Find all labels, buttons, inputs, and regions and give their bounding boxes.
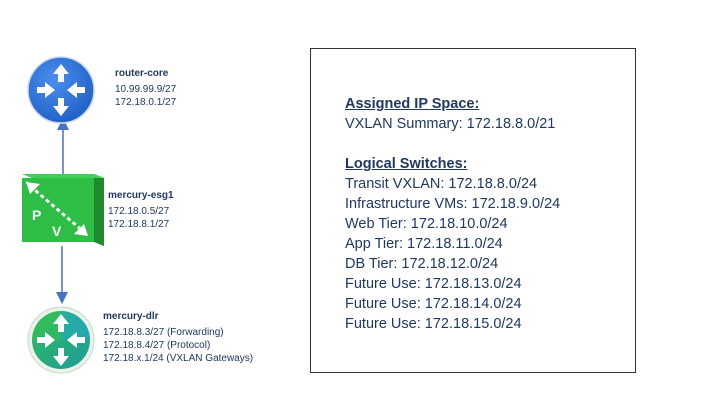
vxlan-summary: VXLAN Summary: 172.18.8.0/21	[345, 116, 556, 132]
dlr-name: mercury-dlr	[103, 311, 159, 322]
router-label: router-core 10.99.99.9/27 172.18.0.1/27	[115, 67, 176, 109]
esg-label: mercury-esg1 172.18.0.5/27 172.18.8.1/27	[108, 189, 174, 231]
ip-space-info-content: Assigned IP Space: VXLAN Summary: 172.18…	[345, 94, 560, 334]
distributed-router-icon[interactable]	[27, 306, 95, 374]
switch-list-item: Transit VXLAN: 172.18.8.0/24	[345, 176, 538, 192]
switch-list-item: DB Tier: 172.18.12.0/24	[345, 256, 499, 272]
dlr-ip-1: 172.18.8.3/27 (Forwarding)	[103, 327, 224, 338]
switch-list-item: Infrastructure VMs: 172.18.9.0/24	[345, 196, 561, 212]
switch-list-item: Web Tier: 172.18.10.0/24	[345, 216, 508, 232]
switch-list-item: Future Use: 172.18.14.0/24	[345, 296, 522, 312]
ip-space-info-box: Assigned IP Space: VXLAN Summary: 172.18…	[310, 48, 636, 373]
switch-list-item: Future Use: 172.18.15.0/24	[345, 316, 522, 332]
esg-ip-1: 172.18.0.5/27	[108, 206, 170, 217]
dlr-ip-3: 172.18.x.1/24 (VXLAN Gateways)	[103, 353, 254, 364]
dlr-label: mercury-dlr 172.18.8.3/27 (Forwarding) 1…	[103, 310, 253, 365]
router-ip-1: 10.99.99.9/27	[115, 84, 177, 95]
router-ip-2: 172.18.0.1/27	[115, 97, 177, 108]
dlr-ip-2: 172.18.8.4/27 (Protocol)	[103, 340, 211, 351]
router-name: router-core	[115, 68, 169, 79]
esg-name: mercury-esg1	[108, 190, 174, 201]
esg-ip-2: 172.18.8.1/27	[108, 219, 170, 230]
esg-letter-v: V	[52, 223, 62, 239]
assigned-ip-space-heading: Assigned IP Space:	[345, 96, 480, 112]
logical-switches-heading: Logical Switches:	[345, 156, 468, 172]
router-icon[interactable]	[27, 56, 95, 124]
switch-list-item: Future Use: 172.18.13.0/24	[345, 276, 522, 292]
esg-letter-p: P	[32, 207, 41, 223]
spacer	[345, 134, 560, 154]
edge-gateway-icon[interactable]: P V	[22, 174, 104, 246]
switch-list-item: App Tier: 172.18.11.0/24	[345, 236, 503, 252]
